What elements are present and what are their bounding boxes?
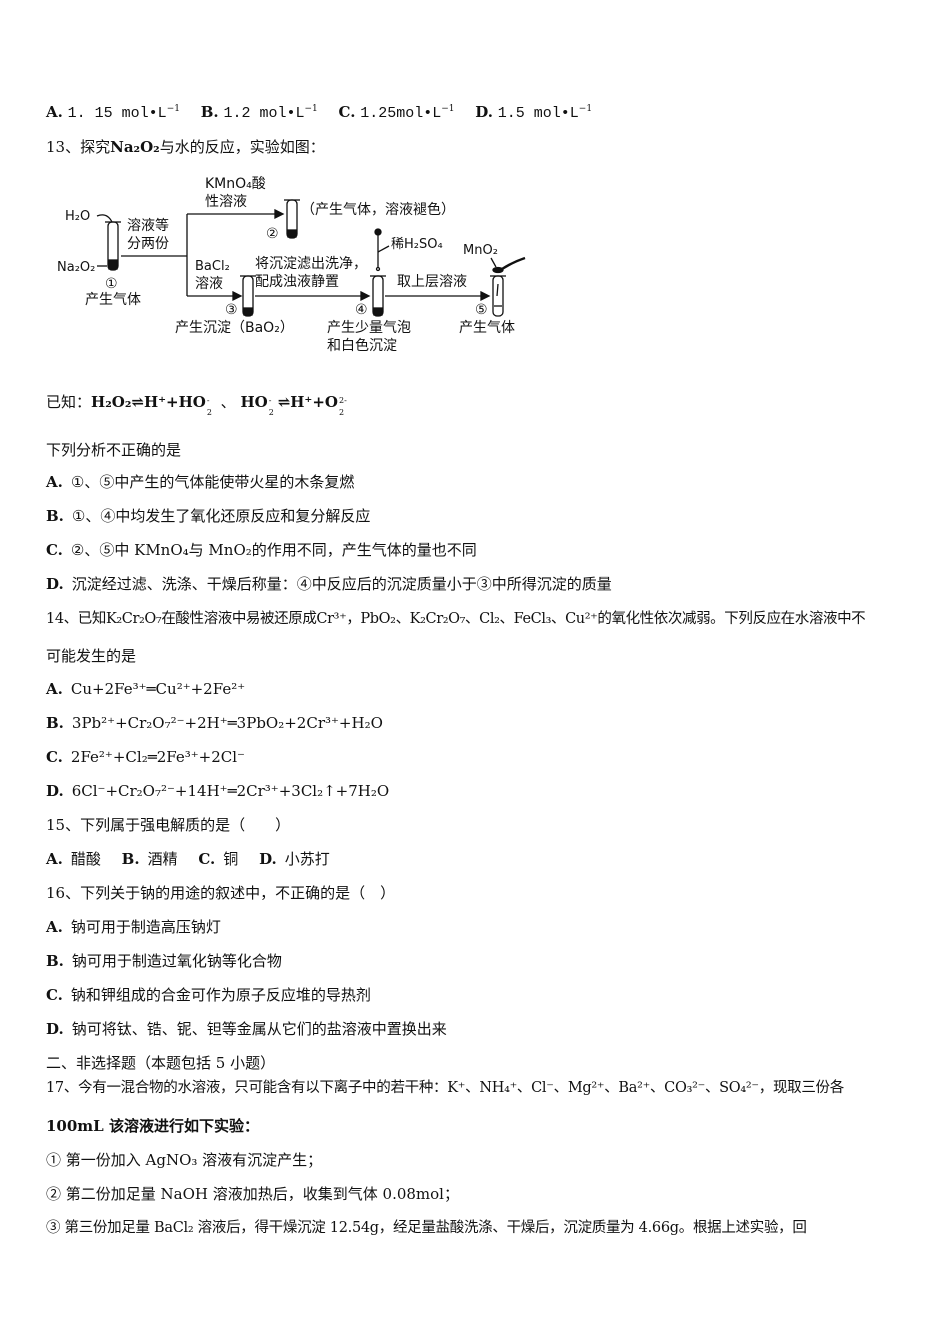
svg-text:产生沉淀（BaO₂）: 产生沉淀（BaO₂） <box>175 320 294 336</box>
svg-text:性溶液: 性溶液 <box>205 194 247 210</box>
test-tube-4-icon <box>370 275 386 317</box>
svg-text:MnO₂: MnO₂ <box>463 243 498 258</box>
svg-text:溶液: 溶液 <box>195 276 223 292</box>
test-tube-3-icon <box>240 275 256 317</box>
svg-text:配成浊液静置: 配成浊液静置 <box>255 274 339 290</box>
q15-option-a: A.醋酸 <box>46 850 101 868</box>
q16-option-b: B.钠可用于制造过氧化钠等化合物 <box>46 952 282 970</box>
svg-text:②: ② <box>266 226 279 242</box>
q16-option-a: A.钠可用于制造高压钠灯 <box>46 918 221 936</box>
svg-text:⑤: ⑤ <box>475 302 488 318</box>
experiment-diagram: H₂O Na₂O₂ 溶液等 分两份 KMnO₄酸 性溶液 （产生气体，溶液褪色）… <box>57 176 526 354</box>
q14-stem-line2: 可能发生的是 <box>46 647 137 665</box>
section-heading: 二、非选择题（本题包括 5 小题） <box>46 1054 276 1072</box>
q15-option-b: B.酒精 <box>121 850 178 868</box>
svg-text:①: ① <box>105 276 118 292</box>
svg-text:溶液等: 溶液等 <box>127 217 169 234</box>
q17-step-2: ② 第二份加足量 NaOH 溶液加热后，收集到气体 0.08mol； <box>46 1185 459 1203</box>
q15-option-c: C.铜 <box>198 850 239 868</box>
q14-stem-line1: 14、已知K₂Cr₂O₇在酸性溶液中易被还原成Cr³⁺，PbO₂、K₂Cr₂O₇… <box>46 611 866 627</box>
label-na2o2: Na₂O₂ <box>57 260 95 275</box>
q14-option-c: C.2Fe²⁺+Cl₂═2Fe³⁺+2Cl⁻ <box>46 748 245 766</box>
label-h2o: H₂O <box>65 209 90 224</box>
svg-text:KMnO₄酸: KMnO₄酸 <box>205 176 266 192</box>
q12-option-c: C. 1.25mol•L−1 <box>338 103 455 122</box>
q12-options: A. 1. 15 mol•L−1 B. 1.2 mol•L−1 C. 1.25m… <box>46 102 608 124</box>
q15-option-d: D.小苏打 <box>259 850 330 868</box>
q16-option-c: C.钠和钾组成的合金可作为原子反应堆的导热剂 <box>46 986 371 1004</box>
q17-stem-line2: 100mL 该溶液进行如下实验： <box>46 1117 259 1135</box>
svg-text:③: ③ <box>225 302 238 318</box>
q13-stem: 13、探究Na₂O₂与水的反应，实验如图： <box>46 138 325 156</box>
svg-text:和白色沉淀: 和白色沉淀 <box>327 337 397 354</box>
q12-option-a: A. 1. 15 mol•L−1 <box>46 103 180 122</box>
q12-option-d: D. 1.5 mol•L−1 <box>475 103 593 122</box>
q14-option-b: B.3Pb²⁺+Cr₂O₇²⁻+2H⁺═3PbO₂+2Cr³⁺+H₂O <box>46 714 383 732</box>
q16-option-d: D.钠可将钛、锆、铌、钽等金属从它们的盐溶液中置换出来 <box>46 1020 447 1038</box>
q16-stem: 16、下列关于钠的用途的叙述中，不正确的是（ ） <box>46 884 396 902</box>
test-tube-1-icon <box>105 221 121 271</box>
q17-stem-line1: 17、今有一混合物的水溶液，只可能含有以下离子中的若干种：K⁺、NH₄⁺、Cl⁻… <box>46 1080 844 1096</box>
svg-text:（产生气体，溶液褪色）: （产生气体，溶液褪色） <box>301 201 455 218</box>
q13-question: 下列分析不正确的是 <box>46 441 182 459</box>
svg-text:将沉淀滤出洗净，: 将沉淀滤出洗净， <box>255 256 367 272</box>
q14-option-a: A.Cu+2Fe³⁺═Cu²⁺+2Fe²⁺ <box>46 680 246 698</box>
q17-step-1: ① 第一份加入 AgNO₃ 溶液有沉淀产生； <box>46 1151 323 1169</box>
q12-option-b: B. 1.2 mol•L−1 <box>200 103 318 122</box>
dropper-icon <box>374 228 390 272</box>
svg-text:产生气体: 产生气体 <box>459 320 515 336</box>
svg-text:产生少量气泡: 产生少量气泡 <box>327 320 411 336</box>
q13-option-c: C.②、⑤中 KMnO₄与 MnO₂的作用不同，产生气体的量也不同 <box>46 541 477 559</box>
svg-text:产生气体: 产生气体 <box>85 292 141 308</box>
q13-option-b: B.①、④中均发生了氧化还原反应和复分解反应 <box>46 507 371 525</box>
q17-step-3: ③ 第三份加足量 BaCl₂ 溶液后，得干燥沉淀 12.54g，经足量盐酸洗涤、… <box>46 1220 807 1236</box>
q14-option-d: D.6Cl⁻+Cr₂O₇²⁻+14H⁺═2Cr³⁺+3Cl₂↑+7H₂O <box>46 782 390 800</box>
q13-option-a: A.①、⑤中产生的气体能使带火星的木条复燃 <box>46 473 355 491</box>
test-tube-5-icon <box>490 275 506 317</box>
svg-text:BaCl₂: BaCl₂ <box>195 259 230 274</box>
svg-text:取上层溶液: 取上层溶液 <box>397 274 467 290</box>
test-tube-2-icon <box>284 199 300 239</box>
q15-options: A.醋酸 B.酒精 C.铜 D.小苏打 <box>46 849 346 869</box>
q13-option-d: D.沉淀经过滤、洗涤、干燥后称量：④中反应后的沉淀质量小于③中所得沉淀的质量 <box>46 575 612 593</box>
svg-text:④: ④ <box>355 302 368 318</box>
svg-text:分两份: 分两份 <box>127 236 169 252</box>
spatula-icon <box>490 256 526 274</box>
q15-stem: 15、下列属于强电解质的是（ ） <box>46 816 291 834</box>
svg-text:稀H₂SO₄: 稀H₂SO₄ <box>391 237 443 252</box>
